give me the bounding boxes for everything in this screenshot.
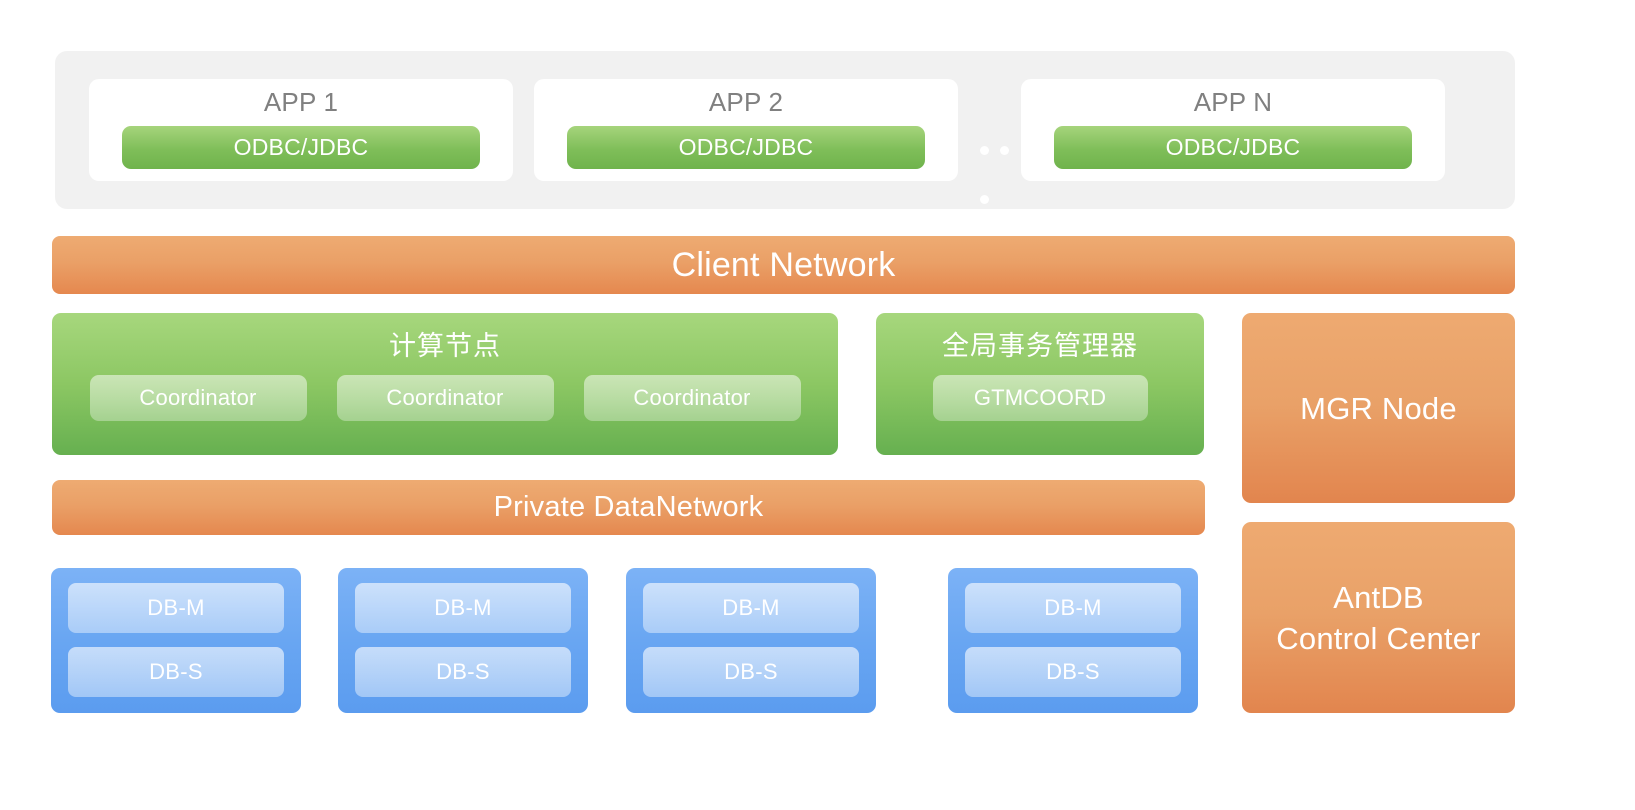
db-slave-1[interactable]: DB-S	[68, 647, 284, 697]
db-group-1[interactable]: DB-M DB-S	[51, 568, 301, 713]
control-center-label-line1: AntDB	[1333, 579, 1424, 615]
gtmcoord-node[interactable]: GTMCOORD	[932, 375, 1148, 421]
ellipsis-dot	[980, 195, 989, 204]
gtm-node-row: GTMCOORD	[876, 375, 1204, 421]
ellipsis-dot	[980, 146, 989, 155]
app-card-1-title: APP 1	[263, 87, 339, 117]
control-center-label-line2: Control Center	[1276, 620, 1481, 656]
app-card-n-title: APP N	[1193, 87, 1273, 117]
ellipsis-dots-icon	[980, 146, 1016, 156]
ellipsis-dot	[1000, 146, 1009, 155]
control-center-label: AntDB Control Center	[1276, 577, 1480, 659]
coordinator-node-3[interactable]: Coordinator	[583, 375, 801, 421]
mgr-node-card[interactable]: MGR Node	[1242, 313, 1515, 503]
db-master-4[interactable]: DB-M	[965, 583, 1181, 633]
db-master-3[interactable]: DB-M	[643, 583, 859, 633]
db-slave-4[interactable]: DB-S	[965, 647, 1181, 697]
private-datanetwork-bar: Private DataNetwork	[52, 480, 1205, 535]
db-group-2[interactable]: DB-M DB-S	[338, 568, 588, 713]
app-card-2-connector[interactable]: ODBC/JDBC	[567, 126, 925, 169]
app-card-1-connector[interactable]: ODBC/JDBC	[122, 126, 480, 169]
db-group-4[interactable]: DB-M DB-S	[948, 568, 1198, 713]
db-master-1[interactable]: DB-M	[68, 583, 284, 633]
app-card-1[interactable]: APP 1 ODBC/JDBC	[89, 79, 513, 181]
app-card-2[interactable]: APP 2 ODBC/JDBC	[534, 79, 958, 181]
db-slave-3[interactable]: DB-S	[643, 647, 859, 697]
compute-node-heading: 计算节点	[389, 331, 501, 361]
app-card-n[interactable]: APP N ODBC/JDBC	[1021, 79, 1445, 181]
mgr-node-label: MGR Node	[1300, 390, 1457, 426]
db-group-3[interactable]: DB-M DB-S	[626, 568, 876, 713]
global-transaction-manager-panel: 全局事务管理器 GTMCOORD	[876, 313, 1204, 455]
gtm-heading: 全局事务管理器	[942, 331, 1138, 361]
application-tier-container: APP 1 ODBC/JDBC APP 2 ODBC/JDBC APP N OD…	[55, 51, 1515, 209]
coordinator-node-1[interactable]: Coordinator	[89, 375, 307, 421]
db-master-2[interactable]: DB-M	[355, 583, 571, 633]
ellipsis-dot-lower-icon	[980, 195, 992, 205]
antdb-control-center-card[interactable]: AntDB Control Center	[1242, 522, 1515, 713]
db-slave-2[interactable]: DB-S	[355, 647, 571, 697]
app-card-2-title: APP 2	[708, 87, 784, 117]
coordinator-node-2[interactable]: Coordinator	[336, 375, 554, 421]
coordinator-row: Coordinator Coordinator Coordinator	[52, 375, 838, 421]
client-network-bar: Client Network	[52, 236, 1515, 294]
compute-node-panel: 计算节点 Coordinator Coordinator Coordinator	[52, 313, 838, 455]
app-card-n-connector[interactable]: ODBC/JDBC	[1054, 126, 1412, 169]
